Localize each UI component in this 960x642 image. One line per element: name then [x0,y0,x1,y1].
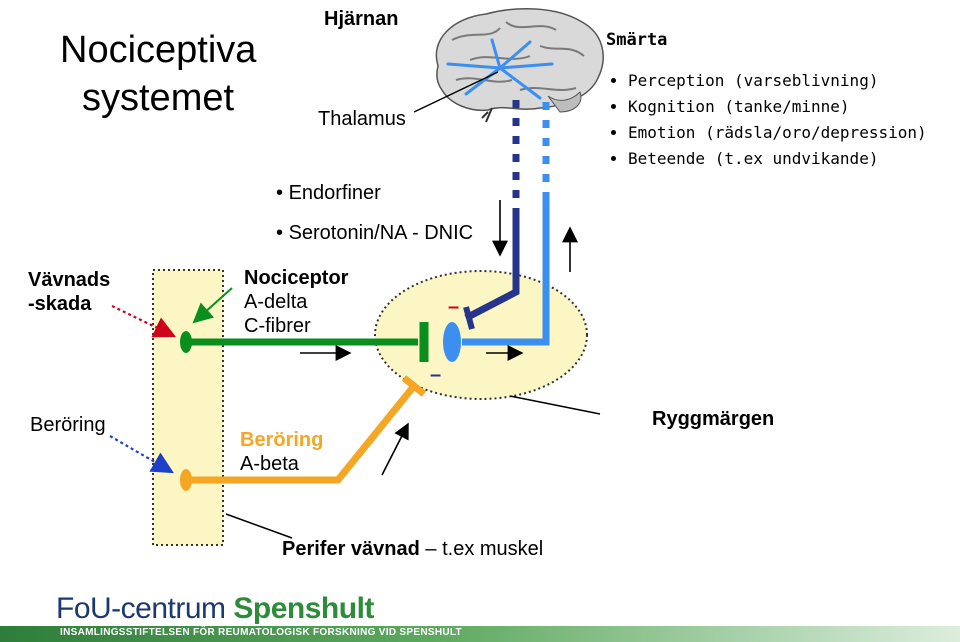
title-line-1: Nociceptiva [60,29,257,71]
peripheral-tissue-box [152,269,224,546]
label-beroring-left: Beröring [30,414,106,436]
abeta-fiber [180,375,427,491]
label-beroring-fiber-block: Beröring A-beta [240,428,323,476]
nociceptor-arrow [192,287,233,324]
spinal-cord-ellipse [374,270,588,400]
serotonin-text: Serotonin/NA - DNIC [288,222,474,244]
ryggmargen-pointer [509,395,601,415]
brain-illustration [435,8,604,123]
page-title: Nociceptiva systemet [60,26,256,122]
footer-subtitle: INSAMLINGSSTIFTELSEN FÖR REUMATOLOGISK F… [60,627,462,638]
flow-arrows [300,200,578,476]
label-ryggmargen: Ryggmärgen [652,408,775,430]
beroring-fiber-text: Beröring [240,429,324,451]
endorfiner-text: Endorfiner [288,182,381,204]
label-endorfiner: • Endorfiner [276,182,381,204]
label-vavnadsskada: Vävnads -skada [28,268,110,316]
logo-part-2: Spenshult [233,592,374,625]
perifer-pointer [225,513,293,539]
smarta-item: Perception (varseblivning) [628,68,927,94]
label-hjarnan: Hjärnan [324,8,399,30]
inhibition-sign-2: – [430,364,442,386]
label-serotonin: • Serotonin/NA - DNIC [276,222,474,244]
nociceptor-text: Nociceptor [244,267,349,289]
footer-logo: FoU-centrum Spenshult [56,592,374,626]
title-line-2: systemet [82,77,235,119]
vavnads-line-1: Vävnads [28,269,111,291]
smarta-item: Kognition (tanke/minne) [628,94,927,120]
perifer-rest-text: – t.ex muskel [419,538,544,560]
nociceptor-fiber [180,322,429,362]
smarta-item: Beteende (t.ex undvikande) [628,146,927,172]
logo-part-1: FoU-centrum [56,592,226,625]
vavnads-line-2: -skada [28,293,92,315]
ascending-pathway [443,100,550,362]
cfibrer-text: C-fibrer [244,315,311,337]
label-nociceptor-block: Nociceptor A-delta C-fibrer [244,266,348,338]
smarta-panel: Smärta Perception (varseblivning) Kognit… [606,30,927,172]
label-thalamus: Thalamus [318,108,406,130]
perifer-bold-text: Perifer vävnad [282,538,420,560]
smarta-heading: Smärta [606,30,668,50]
footer-band [0,626,960,642]
thalamus-pointer [413,71,499,113]
smarta-list: Perception (varseblivning) Kognition (ta… [606,68,927,172]
abeta-text: A-beta [240,453,299,475]
adelta-text: A-delta [244,291,308,313]
descending-pathway [463,100,520,330]
inhibition-sign-1: – [448,296,460,318]
smarta-item: Emotion (rädsla/oro/depression) [628,120,927,146]
label-perifer: Perifer vävnad – t.ex muskel [282,538,543,561]
